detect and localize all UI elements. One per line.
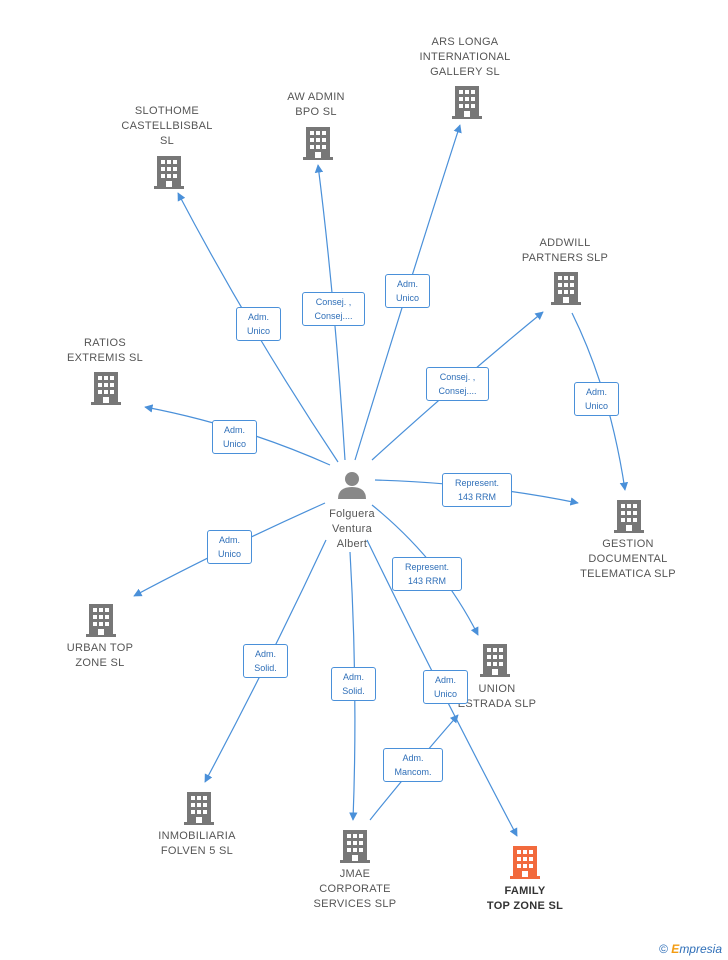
company-node-ratios[interactable]: RATIOS EXTREMIS SL bbox=[66, 337, 144, 364]
copyright-icon: © bbox=[659, 942, 668, 956]
edge-label-slothome: Adm. Unico bbox=[236, 307, 281, 341]
company-node-union[interactable]: UNION ESTRADA SLP bbox=[457, 683, 537, 710]
building-icon bbox=[480, 644, 510, 677]
edge-label-addwill-gestion: Adm. Unico bbox=[574, 382, 619, 416]
building-icon bbox=[154, 156, 184, 189]
person-node-label[interactable]: Folguera Ventura Albert bbox=[329, 508, 375, 550]
company-node-urbantop[interactable]: URBAN TOP ZONE SL bbox=[66, 642, 134, 669]
edge-label-inmobiliaria: Adm. Solid. bbox=[243, 644, 288, 678]
company-node-inmobiliaria[interactable]: INMOBILIARIA FOLVEN 5 SL bbox=[158, 830, 236, 857]
brand-watermark[interactable]: © Empresia bbox=[659, 942, 722, 956]
edge-label-arslonga: Adm. Unico bbox=[385, 274, 430, 308]
building-icon bbox=[452, 86, 482, 119]
edge-label-family: Adm. Unico bbox=[423, 670, 468, 704]
brand-logo-letter: E bbox=[671, 942, 680, 956]
person-icon bbox=[338, 472, 366, 499]
edge-label-addwill: Consej. , Consej.... bbox=[426, 367, 489, 401]
building-icon bbox=[184, 792, 214, 825]
building-icon bbox=[510, 846, 540, 879]
building-icon bbox=[86, 604, 116, 637]
building-icon bbox=[91, 372, 121, 405]
building-icon bbox=[340, 830, 370, 863]
company-node-jmae[interactable]: JMAE CORPORATE SERVICES SLP bbox=[313, 868, 397, 910]
brand-logo-text: mpresia bbox=[679, 942, 722, 956]
building-icon bbox=[551, 272, 581, 305]
edge-label-gestion: Represent. 143 RRM bbox=[442, 473, 512, 507]
edge-label-jmae: Adm. Solid. bbox=[331, 667, 376, 701]
edge-label-jmae-union: Adm. Mancom. bbox=[383, 748, 443, 782]
edge-label-ratios: Adm. Unico bbox=[212, 420, 257, 454]
building-icon bbox=[303, 127, 333, 160]
edge-label-awadmin: Consej. , Consej.... bbox=[302, 292, 365, 326]
company-node-slothome[interactable]: SLOTHOME CASTELLBISBAL SL bbox=[121, 105, 213, 147]
building-icon bbox=[614, 500, 644, 533]
company-node-arslonga[interactable]: ARS LONGA INTERNATIONAL GALLERY SL bbox=[419, 36, 511, 78]
company-node-awadmin[interactable]: AW ADMIN BPO SL bbox=[287, 91, 345, 118]
edge-label-union: Represent. 143 RRM bbox=[392, 557, 462, 591]
company-node-addwill[interactable]: ADDWILL PARTNERS SLP bbox=[521, 237, 609, 264]
company-node-gestion[interactable]: GESTION DOCUMENTAL TELEMATICA SLP bbox=[580, 538, 676, 580]
company-node-family[interactable]: FAMILY TOP ZONE SL bbox=[486, 885, 564, 912]
edge-label-urbantop: Adm. Unico bbox=[207, 530, 252, 564]
